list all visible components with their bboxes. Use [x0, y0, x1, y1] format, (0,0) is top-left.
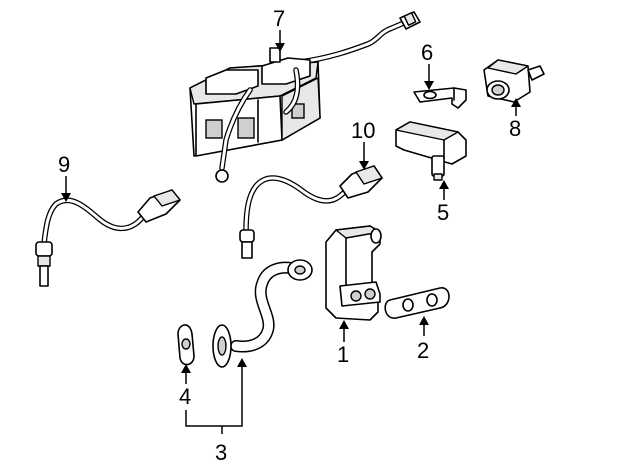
- oxygen-sensor-left: [35, 189, 181, 287]
- callout-6: 6: [421, 40, 433, 65]
- arrow-2: [419, 316, 429, 325]
- callout-1: 1: [337, 342, 349, 367]
- callout-9: 9: [58, 152, 70, 177]
- callout-10: 10: [351, 118, 375, 143]
- sensor-with-connector: [395, 121, 467, 181]
- mounting-bracket: [413, 87, 467, 109]
- callout-5: 5: [437, 200, 449, 225]
- arrow-8: [511, 98, 521, 107]
- arrow-9: [61, 193, 71, 202]
- egr-valve-gasket: [384, 287, 450, 319]
- oxygen-sensor-right: [239, 165, 383, 259]
- arrow-1: [339, 320, 349, 329]
- callout-3: 3: [215, 440, 227, 465]
- callout-7: 7: [273, 6, 285, 31]
- callout-8: 8: [509, 116, 521, 141]
- arrow-3: [237, 358, 247, 367]
- arrow-4: [181, 364, 191, 373]
- callout-4: 4: [179, 384, 191, 409]
- egr-tube-gasket: [177, 324, 195, 366]
- arrow-5: [439, 180, 449, 189]
- arrow-10: [359, 161, 369, 170]
- arrow-7: [275, 43, 285, 52]
- leader-lines: [61, 30, 521, 434]
- vapor-canister: [189, 11, 421, 183]
- egr-tube-assembly: [212, 259, 313, 368]
- egr-valve: [325, 225, 382, 321]
- callout-2: 2: [417, 338, 429, 363]
- purge-valve: [483, 59, 545, 103]
- arrow-6: [424, 81, 434, 90]
